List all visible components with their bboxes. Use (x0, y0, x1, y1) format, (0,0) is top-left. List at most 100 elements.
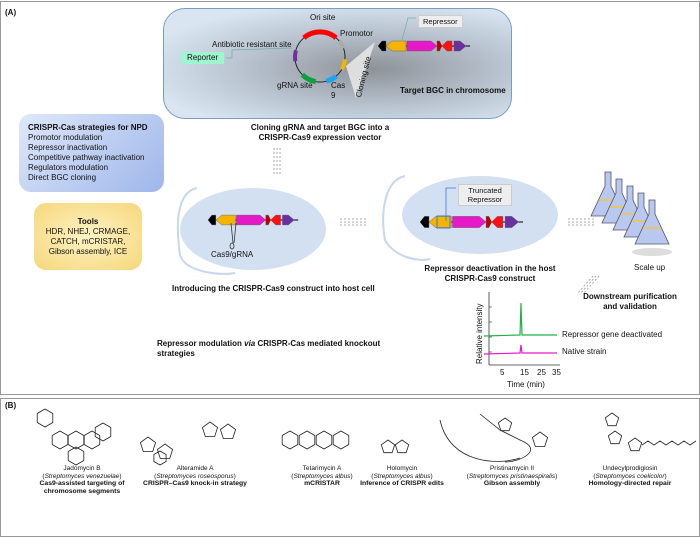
strategies-list: CRISPR-Cas strategies for NPD Promotor m… (28, 123, 163, 183)
prodigiosin-chain (641, 440, 697, 446)
jadomycin-structure (51, 430, 69, 450)
compound-name: Pristinamycin II (489, 465, 535, 472)
xtick: 35 (552, 368, 561, 377)
jadomycin-structure (36, 408, 54, 428)
compound-label: Undecylprodigiosin (Streptomyces coelico… (570, 465, 690, 488)
cloning-segment (339, 58, 347, 71)
chromatogram-ylabel: Relative intensity (475, 303, 484, 364)
repressor-leader (401, 17, 416, 41)
reporter-label: Reporter (181, 52, 225, 64)
xtick: 25 (537, 368, 546, 377)
target-bgc-gene-arrow (385, 40, 407, 52)
compound-name: Tetarimycin A (302, 465, 342, 472)
holomycin-structure (380, 439, 396, 454)
summary-post: CRISPR-Cas mediated knockout strategies (157, 339, 381, 358)
antibiotic-label: Antibiotic resistant site (212, 40, 292, 49)
edited-bgc-gene-arrow (452, 216, 487, 228)
series-label-native: Native strain (562, 347, 607, 356)
edited-bgc-gene-arrow (491, 216, 504, 228)
summary-via: via (244, 339, 256, 348)
dotted-arrow-diag (582, 275, 600, 295)
organism-name: Streptomyces pristinaespiralis (468, 472, 556, 480)
compound-method: Inference of CRISPR edits (360, 480, 444, 487)
alteramide-structure (153, 450, 167, 466)
compound-method: CRISPR–Cas9 knock-in strategy (143, 480, 247, 487)
downstream-caption: Downstream purification and validation (583, 292, 677, 311)
compound-name: Alteramide A (176, 465, 214, 472)
host-cell-outline (382, 175, 431, 261)
organism-name: Streptomyces roseosporus (156, 472, 234, 480)
jadomycin-structure (94, 422, 112, 442)
chromatogram-xlabel: Time (min) (507, 380, 545, 389)
xtick: 15 (520, 368, 529, 377)
tetarimycin-structure (281, 430, 299, 450)
cloning-caption: Cloning gRNA and target BGC into a CRISP… (250, 123, 390, 142)
organism-name: Streptomyces venezuelae (44, 472, 120, 480)
organism-name: Streptomyces coelicolor (595, 472, 665, 480)
edited-bgc-gene-arrow (428, 216, 452, 228)
flask-icon (634, 199, 670, 245)
edited-bgc-gene-arrow (504, 216, 519, 228)
edited-bgc-gene-arrow (419, 216, 430, 228)
jadomycin-structure (67, 430, 85, 450)
strategy-item: Competitive pathway inactivation (28, 153, 145, 162)
alteramide-structure (201, 421, 219, 437)
cloning-wedge (346, 42, 375, 98)
compound-name: Undecylprodigiosin (602, 465, 658, 472)
strategy-item: Repressor inactivation (28, 143, 108, 152)
host-bgc-gene-arrow (215, 214, 236, 226)
summary-pre: Repressor modulation (157, 339, 245, 348)
compound-label: Pristinamycin II (Streptomyces pristinae… (452, 465, 572, 488)
strategies-box (19, 114, 164, 192)
strategy-item: Promotor modulation (28, 133, 103, 142)
truncated-box (436, 215, 451, 229)
pristinamycin-structure (531, 431, 549, 447)
flask-shadow (632, 248, 672, 256)
truncated-leader (445, 187, 456, 221)
compound-name: Jadomycin B (63, 465, 101, 472)
tetarimycin-structure (315, 430, 333, 450)
grna-segment (300, 72, 317, 85)
compound-method: Cas9-assisted targeting of chromosome se… (39, 480, 125, 495)
host-cell-outline (176, 187, 236, 275)
series-label-deactivated: Repressor gene deactivated (562, 330, 663, 339)
strategies-title: CRISPR-Cas strategies for NPD (28, 123, 148, 132)
compound-method: Homology-directed repair (588, 480, 672, 487)
compound-name: Holomycin (386, 465, 418, 472)
promotor-label: Promotor (340, 29, 373, 38)
panel-a-label: (A) (5, 8, 17, 17)
target-bgc-gene-arrow (436, 40, 443, 52)
compound-label: Tetarimycin A (Streptomyces albus) mCRIS… (262, 465, 382, 488)
scale-up-label: Scale up (634, 263, 666, 272)
tools-box (34, 203, 142, 270)
dotted-arrow-diag (579, 275, 597, 295)
host-bgc-gene-arrow (265, 214, 271, 226)
jadomycin-structure (67, 446, 85, 466)
target-bgc-gene-arrow (377, 40, 387, 52)
cas9-label: Cas 9 (331, 81, 346, 100)
prodigiosin-structure (607, 430, 623, 445)
organism-name: Streptomyces albus (373, 472, 431, 480)
prodigiosin-structure (604, 412, 620, 427)
compound-method: Gibson assembly (483, 480, 541, 487)
grna-label: gRNA site (277, 81, 313, 90)
target-bgc-gene-arrow (453, 40, 467, 52)
series-line-deactivated (483, 302, 557, 337)
reporter-leader (226, 47, 293, 59)
ori-segment (302, 29, 338, 40)
dotted-arrow-diag (576, 275, 594, 295)
truncated-repressor-label: Truncated Repressor (458, 184, 512, 206)
alteramide-structure (139, 436, 157, 452)
target-bgc-gene-arrow (406, 40, 438, 52)
alteramide-structure (156, 443, 174, 459)
cas9-segment (325, 74, 338, 84)
compound-organism: (Streptomyces pristinaespiralis) (466, 472, 558, 480)
scissors-handle (229, 242, 235, 250)
tools-content: Tools HDR, NHEJ, CRMAGE, CATCH, mCRISTAR… (38, 217, 138, 257)
tools-text: HDR, NHEJ, CRMAGE, CATCH, mCRISTAR, Gibs… (45, 227, 131, 256)
pristinamycin-structure (497, 417, 513, 432)
holomycin-structure (394, 439, 410, 454)
summary-caption: Repressor modulation via CRISPR-Cas medi… (157, 339, 397, 359)
compound-label: Jadomycin B (Streptomyces venezuelae) Ca… (22, 465, 142, 495)
